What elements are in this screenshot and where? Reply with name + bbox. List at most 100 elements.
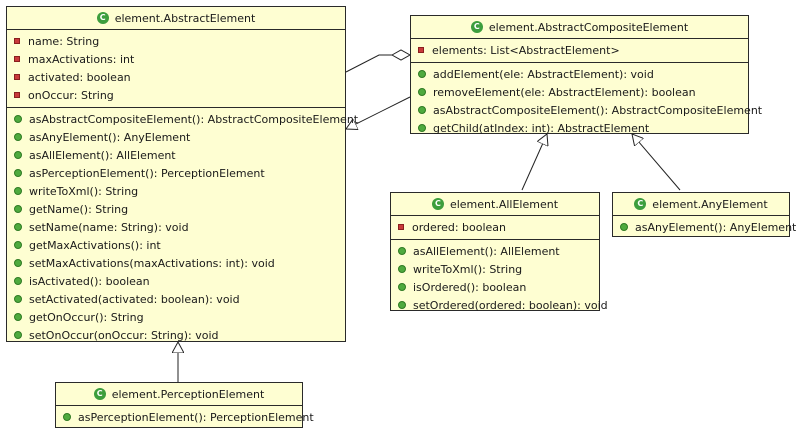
method-row[interactable]: removeElement(ele: AbstractElement): boo… [411, 83, 748, 101]
methods-section: asAllElement(): AllElement writeToXml(): … [391, 239, 608, 317]
method-row[interactable]: asPerceptionElement(): PerceptionElement [7, 164, 345, 182]
public-method-icon [418, 106, 426, 114]
method-row[interactable]: setActivated(activated: boolean): void [7, 290, 345, 308]
method-row[interactable]: asAbstractCompositeElement(): AbstractCo… [411, 101, 762, 119]
method-text: asAnyElement(): AnyElement [635, 220, 796, 234]
methods-section: asPerceptionElement(): PerceptionElement [56, 406, 314, 429]
method-row[interactable]: asAllElement(): AllElement [7, 146, 345, 164]
method-text: addElement(ele: AbstractElement): void [433, 67, 654, 81]
field-row[interactable]: ordered: boolean [391, 218, 599, 236]
method-row[interactable]: asAllElement(): AllElement [391, 242, 599, 260]
method-text: setOnOccur(onOccur: String): void [29, 328, 219, 342]
field-text: name: String [28, 34, 100, 48]
method-row[interactable]: writeToXml(): String [7, 182, 345, 200]
method-text: writeToXml(): String [29, 184, 139, 198]
method-row[interactable]: setName(name: String): void [7, 218, 345, 236]
class-name: element.AbstractElement [114, 11, 256, 25]
field-text: maxActivations: int [28, 52, 135, 66]
method-row[interactable]: getChild(atIndex: int): AbstractElement [411, 119, 748, 137]
method-row[interactable]: getOnOccur(): String [7, 308, 345, 326]
field-text: activated: boolean [28, 70, 131, 84]
public-method-icon [398, 247, 406, 255]
method-row[interactable]: addElement(ele: AbstractElement): void [411, 65, 748, 83]
method-text: writeToXml(): String [413, 262, 523, 276]
class-icon: C [634, 198, 647, 210]
private-field-icon [14, 56, 20, 62]
public-method-icon [14, 133, 22, 141]
field-text: ordered: boolean [412, 220, 507, 234]
field-row[interactable]: activated: boolean [7, 68, 345, 86]
method-text: isOrdered(): boolean [413, 280, 527, 294]
field-row[interactable]: onOccur: String [7, 86, 345, 104]
method-text: removeElement(ele: AbstractElement): boo… [433, 85, 696, 99]
method-row[interactable]: asAnyElement(): AnyElement [7, 128, 345, 146]
method-text: setActivated(activated: boolean): void [29, 292, 240, 306]
method-text: asAllElement(): AllElement [413, 244, 560, 258]
public-method-icon [418, 124, 426, 132]
private-field-icon [14, 92, 20, 98]
private-field-icon [14, 38, 20, 44]
method-text: setOrdered(ordered: boolean): void [413, 298, 608, 312]
field-text: onOccur: String [28, 88, 114, 102]
class-icon: C [93, 388, 106, 400]
public-method-icon [14, 151, 22, 159]
public-method-icon [14, 313, 22, 321]
methods-section: asAnyElement(): AnyElement [613, 216, 796, 239]
fields-section: name: String maxActivations: int activated… [7, 30, 345, 107]
public-method-icon [14, 241, 22, 249]
method-text: asPerceptionElement(): PerceptionElement [29, 166, 265, 180]
private-field-icon [14, 74, 20, 80]
public-method-icon [14, 115, 22, 123]
aggregation-diamond [390, 49, 412, 61]
public-method-icon [14, 331, 22, 339]
public-method-icon [14, 295, 22, 303]
field-row[interactable]: maxActivations: int [7, 50, 345, 68]
field-row[interactable]: elements: List<AbstractElement> [411, 41, 748, 59]
field-row[interactable]: name: String [7, 32, 345, 50]
method-text: isActivated(): boolean [29, 274, 150, 288]
method-text: asPerceptionElement(): PerceptionElement [78, 410, 314, 424]
public-method-icon [418, 70, 426, 78]
method-row[interactable]: getName(): String [7, 200, 345, 218]
method-text: asAbstractCompositeElement(): AbstractCo… [433, 103, 763, 117]
private-field-icon [398, 224, 404, 230]
method-text: getMaxActivations(): int [29, 238, 161, 252]
public-method-icon [14, 187, 22, 195]
public-method-icon [398, 301, 406, 309]
method-row[interactable]: setMaxActivations(maxActivations: int): … [7, 254, 345, 272]
method-row[interactable]: getMaxActivations(): int [7, 236, 345, 254]
public-method-icon [14, 277, 22, 285]
class-name: element.PerceptionElement [111, 387, 265, 401]
method-row[interactable]: setOrdered(ordered: boolean): void [391, 296, 608, 314]
public-method-icon [14, 223, 22, 231]
method-row[interactable]: asAbstractCompositeElement(): AbstractCo… [7, 110, 358, 128]
method-row[interactable]: isActivated(): boolean [7, 272, 345, 290]
methods-section: addElement(ele: AbstractElement): void re… [411, 62, 762, 140]
method-text: setName(name: String): void [29, 220, 189, 234]
class-name: element.AnyElement [652, 197, 768, 211]
method-text: asAbstractCompositeElement(): AbstractCo… [29, 112, 359, 126]
method-row[interactable]: writeToXml(): String [391, 260, 599, 278]
method-row[interactable]: setOnOccur(onOccur: String): void [7, 326, 345, 344]
class-icon: C [470, 21, 483, 33]
private-field-icon [418, 47, 424, 53]
generalization-all-to-composite [521, 134, 547, 191]
method-row[interactable]: asAnyElement(): AnyElement [613, 218, 796, 236]
public-method-icon [398, 265, 406, 273]
public-method-icon [418, 88, 426, 96]
method-row[interactable]: asPerceptionElement(): PerceptionElement [56, 408, 314, 426]
class-name: element.AllElement [449, 197, 559, 211]
fields-section: ordered: boolean [391, 216, 599, 239]
method-text: setMaxActivations(maxActivations: int): … [29, 256, 275, 270]
method-row[interactable]: isOrdered(): boolean [391, 278, 599, 296]
